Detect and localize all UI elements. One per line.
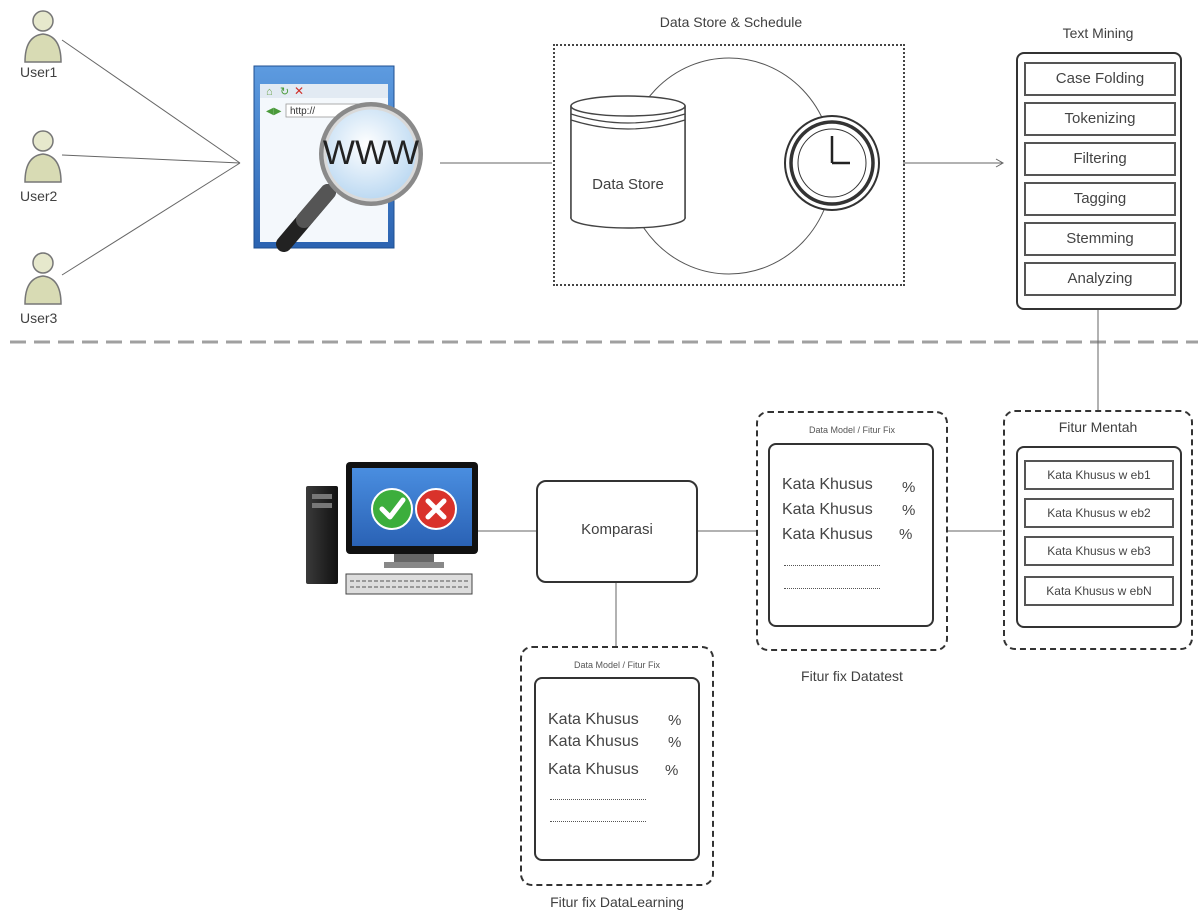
datalearning-pct-2: %: [668, 734, 682, 751]
datatest-caption: Fitur fix Datatest: [801, 668, 903, 684]
address-text: http://: [290, 106, 315, 117]
home-icon: ⌂: [266, 86, 273, 98]
svg-text:✕: ✕: [294, 84, 304, 98]
datatest-term-1: Kata Khusus: [782, 476, 873, 493]
datalearning-term-2: Kata Khusus: [548, 733, 639, 750]
check-icon: [371, 488, 413, 530]
datastore-label: Data Store: [592, 176, 664, 193]
datatest-header: Data Model / Fitur Fix: [808, 425, 896, 435]
datalearning-placeholder-line-2: [550, 821, 646, 822]
datastore-schedule-container: [553, 44, 905, 286]
fitur-mentah-item-web1: Kata Khusus w eb1: [1024, 460, 1174, 490]
svg-text:↻: ↻: [280, 86, 289, 98]
arrow-head: [995, 158, 1005, 168]
datatest-pct-3: %: [899, 526, 913, 543]
step-analyzing: Analyzing: [1024, 262, 1176, 296]
datalearning-term-3: Kata Khusus: [548, 761, 639, 778]
komparasi-label: Komparasi: [581, 521, 653, 538]
fitur-mentah-outer: [1003, 410, 1193, 650]
datalearning-header: Data Model / Fitur Fix: [573, 660, 661, 670]
komparasi-box: [536, 480, 698, 583]
datatest-term-3: Kata Khusus: [782, 526, 873, 543]
datatest-term-2: Kata Khusus: [782, 501, 873, 518]
step-case-folding: Case Folding: [1024, 62, 1176, 96]
text-mining-container: [1016, 52, 1182, 310]
datalearning-term-1: Kata Khusus: [548, 711, 639, 728]
user3-label: User3: [20, 310, 58, 326]
step-tagging: Tagging: [1024, 182, 1176, 216]
datastore-schedule-graphics: [570, 57, 880, 275]
datatest-placeholder-line-1: [784, 565, 880, 566]
www-text: WWW: [323, 134, 419, 172]
datalearning-pct-1: %: [668, 712, 682, 729]
datatest-placeholder-line-2: [784, 588, 880, 589]
user1-icon: [24, 10, 62, 63]
step-tokenizing: Tokenizing: [1024, 102, 1176, 136]
user1-label: User1: [20, 64, 58, 80]
user2-icon: [24, 130, 62, 183]
user2-label: User2: [20, 188, 58, 204]
step-filtering: Filtering: [1024, 142, 1176, 176]
computer-icon: [306, 462, 478, 595]
datalearning-outer: [520, 646, 714, 886]
user1-connector: [61, 39, 241, 164]
datatest-pct-2: %: [902, 502, 916, 519]
datalearning-model-box: [534, 677, 700, 861]
user3-connector: [61, 162, 241, 276]
user3-icon: [24, 252, 62, 305]
web-browser-icon: ⌂ ↻ ✕ ◀▶ http:// WWW: [253, 65, 423, 252]
user2-connector: [61, 154, 241, 164]
fitur-mentah-title: Fitur Mentah: [1058, 419, 1138, 435]
fitur-mentah-item-webn: Kata Khusus w ebN: [1024, 576, 1174, 606]
fitur-mentah-item-web2: Kata Khusus w eb2: [1024, 498, 1174, 528]
fitur-mentah-container: [1016, 446, 1182, 628]
text-mining-title: Text Mining: [1062, 25, 1134, 41]
svg-text:◀▶: ◀▶: [266, 106, 282, 117]
fitur-mentah-item-web3: Kata Khusus w eb3: [1024, 536, 1174, 566]
datatest-model-box: [768, 443, 934, 627]
datatest-outer: [756, 411, 948, 651]
datatest-pct-1: %: [902, 479, 916, 496]
step-stemming: Stemming: [1024, 222, 1176, 256]
datalearning-caption: Fitur fix DataLearning: [550, 894, 684, 910]
datalearning-pct-3: %: [665, 762, 679, 779]
datastore-title: Data Store & Schedule: [659, 14, 803, 30]
datalearning-placeholder-line-1: [550, 799, 646, 800]
